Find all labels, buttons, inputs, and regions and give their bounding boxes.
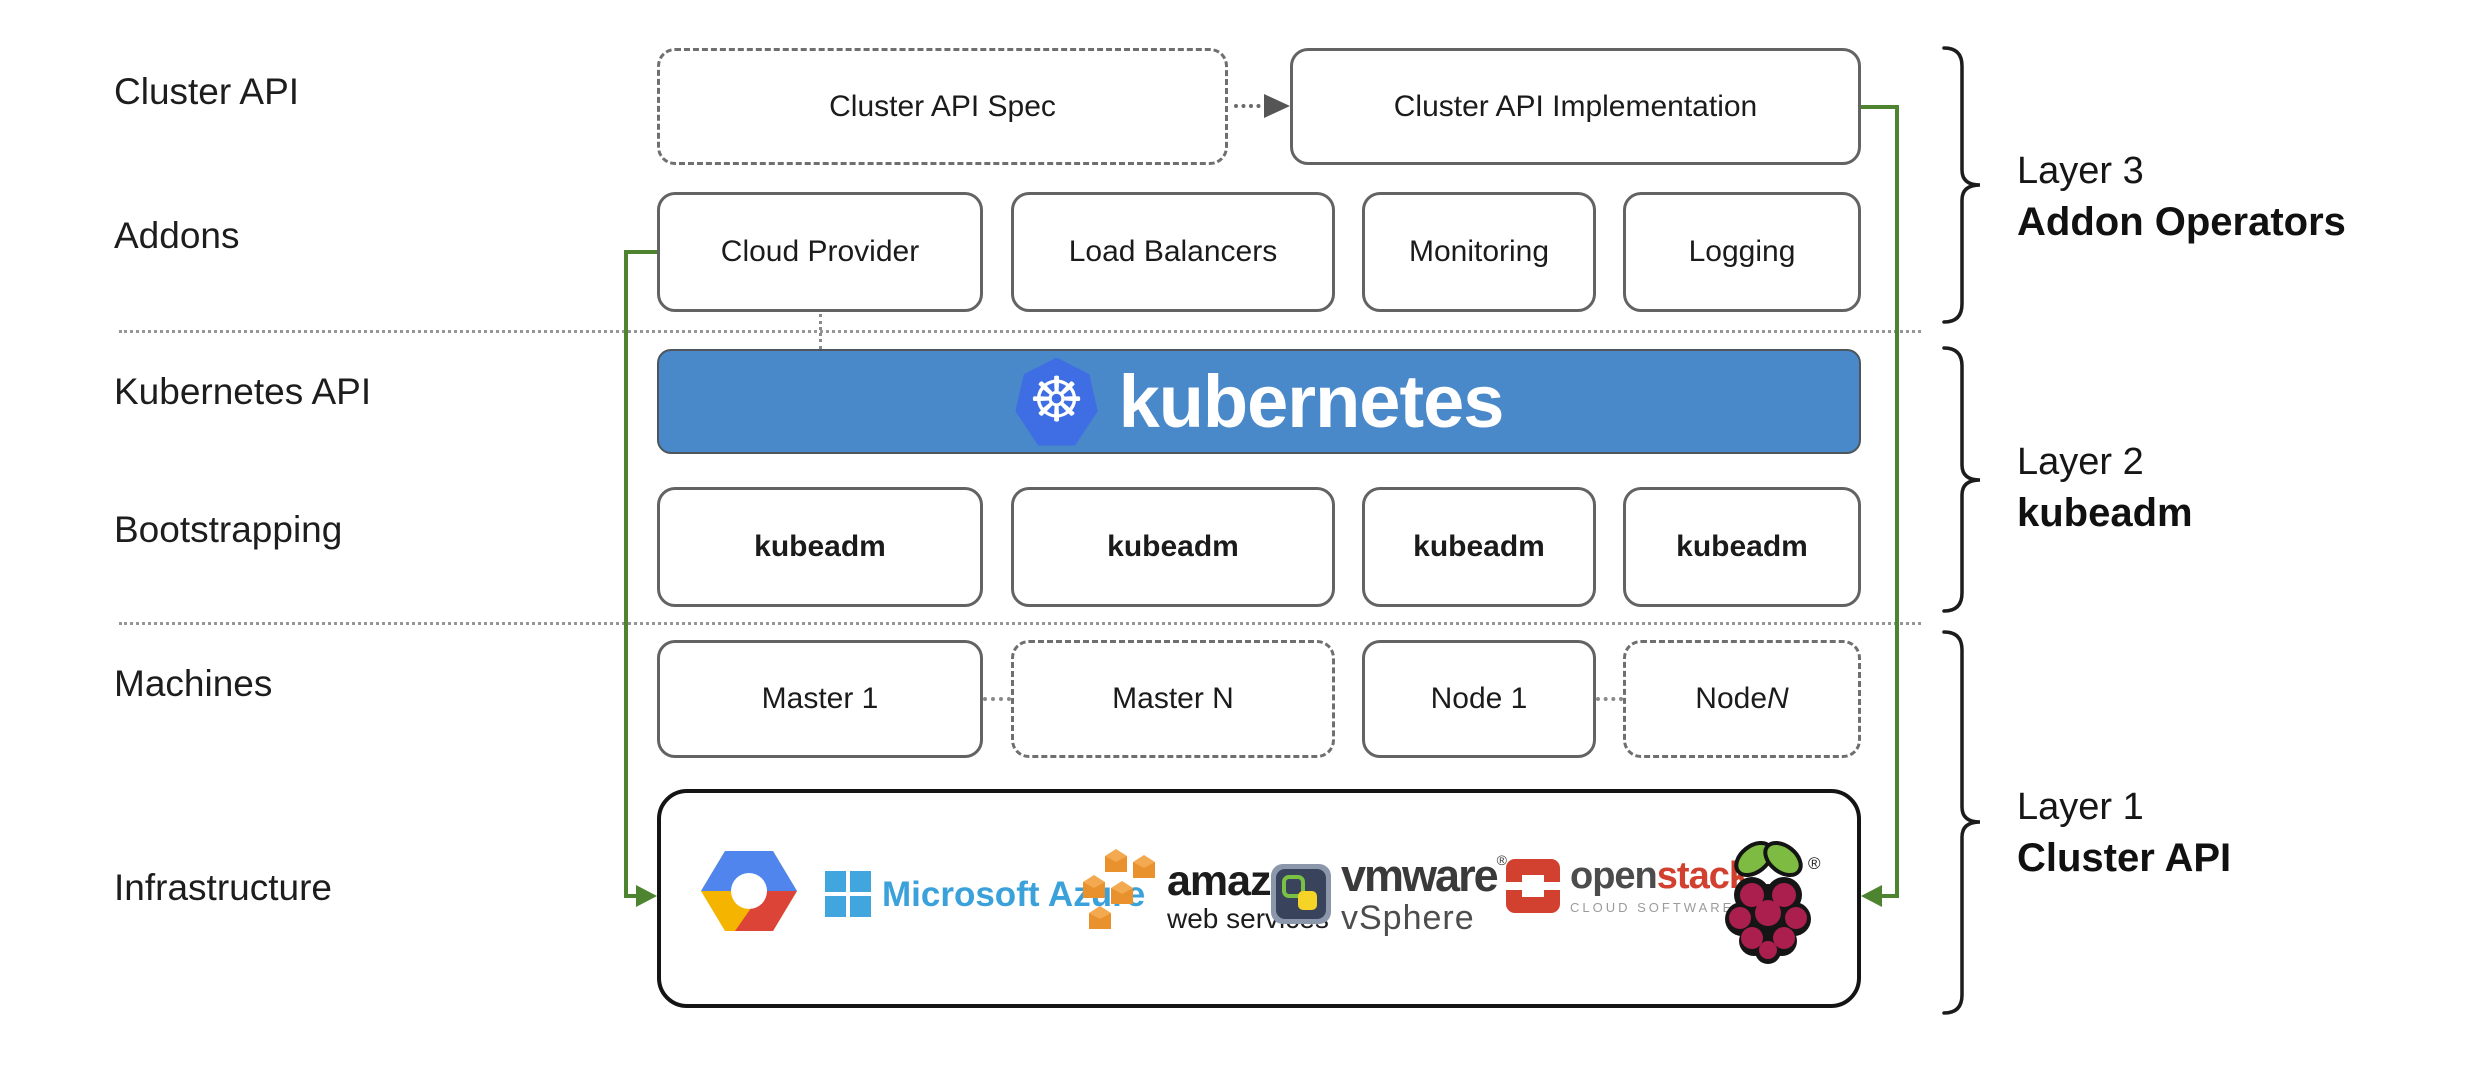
machine-box-node-1: Node 1 [1362, 640, 1596, 758]
layer-1-brace [1942, 630, 1981, 1015]
dotted-separator-bottom [119, 622, 1921, 625]
kubernetes-wheel-icon: ☸ [1015, 357, 1098, 446]
machine-label-italic: N [1767, 682, 1789, 715]
green-connector-left [624, 250, 657, 898]
machine-label: Node 1 [1430, 682, 1528, 715]
openstack-logo: openstack™ CLOUD SOFTWARE [1506, 857, 1762, 914]
amazon-web-services-logo: amazon web services [1081, 849, 1329, 944]
infrastructure-box: Microsoft Azure amazon web services [657, 789, 1861, 1008]
row-label-bootstrapping: Bootstrapping [114, 509, 343, 550]
layer-2-subtitle: kubeadm [2017, 491, 2193, 535]
green-connector-right [1861, 105, 1899, 898]
helm-wheel-glyph: ☸ [1028, 362, 1085, 436]
machine-label: Master 1 [761, 682, 879, 715]
kubeadm-box-4: kubeadm [1623, 487, 1861, 607]
master-dotted-connector [983, 697, 1011, 701]
green-arrowhead-left-icon [636, 885, 657, 907]
addon-box-load-balancers: Load Balancers [1011, 192, 1335, 312]
aws-cubes-icon [1083, 849, 1155, 929]
machine-box-node-n: Node N [1623, 640, 1861, 758]
row-label-addons: Addons [114, 215, 240, 256]
row-label-cluster-api: Cluster API [114, 71, 300, 112]
vsphere-app-icon [1271, 864, 1331, 924]
google-cloud-icon [701, 843, 797, 939]
machine-box-master-1: Master 1 [657, 640, 983, 758]
registered-mark: ® [1808, 854, 1821, 873]
layer-1-label: Layer 1 Cluster API [2017, 782, 2231, 884]
layer-3-label: Layer 3 Addon Operators [2017, 146, 2346, 248]
green-arrowhead-right-icon [1861, 885, 1882, 907]
layer-2-label: Layer 2 kubeadm [2017, 437, 2193, 539]
kubernetes-wordmark: kubernetes [1118, 360, 1505, 443]
vmware-wordmark: vmware® [1341, 850, 1507, 901]
row-label-machines: Machines [114, 663, 273, 704]
addon-box-cloud-provider: Cloud Provider [657, 192, 983, 312]
microsoft-window-icon [825, 871, 871, 917]
cloud-software-text: CLOUD SOFTWARE [1570, 900, 1735, 915]
row-label-infrastructure: Infrastructure [114, 867, 332, 908]
cloud-provider-dotted-connector [819, 314, 822, 349]
addon-box-monitoring: Monitoring [1362, 192, 1596, 312]
machine-label: Master N [1112, 682, 1234, 715]
layer-1-title: Layer 1 [2017, 786, 2144, 828]
row-label-kubernetes-api: Kubernetes API [114, 371, 372, 412]
node-dotted-connector [1596, 697, 1623, 701]
spec-to-impl-dotted-line [1234, 104, 1268, 108]
layer-2-brace [1942, 346, 1981, 613]
kubernetes-banner: ☸ kubernetes [657, 349, 1861, 454]
machine-label: Node [1695, 682, 1768, 715]
kubeadm-box-3: kubeadm [1362, 487, 1596, 607]
layer-3-brace [1942, 46, 1981, 324]
layer-2-title: Layer 2 [2017, 441, 2144, 483]
layer-3-title: Layer 3 [2017, 150, 2144, 192]
kubeadm-box-2: kubeadm [1011, 487, 1335, 607]
cluster-api-implementation-box: Cluster API Implementation [1290, 48, 1861, 165]
vsphere-text: vSphere [1341, 899, 1475, 937]
registered-mark: ® [1496, 852, 1507, 868]
machine-box-master-n: Master N [1011, 640, 1335, 758]
layer-1-subtitle: Cluster API [2017, 836, 2232, 880]
vmware-vsphere-logo: vmware® vSphere [1271, 850, 1507, 937]
layer-3-subtitle: Addon Operators [2017, 200, 2346, 244]
dotted-separator-top [119, 330, 1921, 333]
kubeadm-box-1: kubeadm [657, 487, 983, 607]
addon-box-logging: Logging [1623, 192, 1861, 312]
spec-to-impl-arrowhead-icon [1264, 94, 1290, 118]
cluster-api-spec-box: Cluster API Spec [657, 48, 1228, 165]
openstack-icon [1506, 858, 1560, 913]
raspberry-pi-icon: ® [1716, 833, 1821, 965]
